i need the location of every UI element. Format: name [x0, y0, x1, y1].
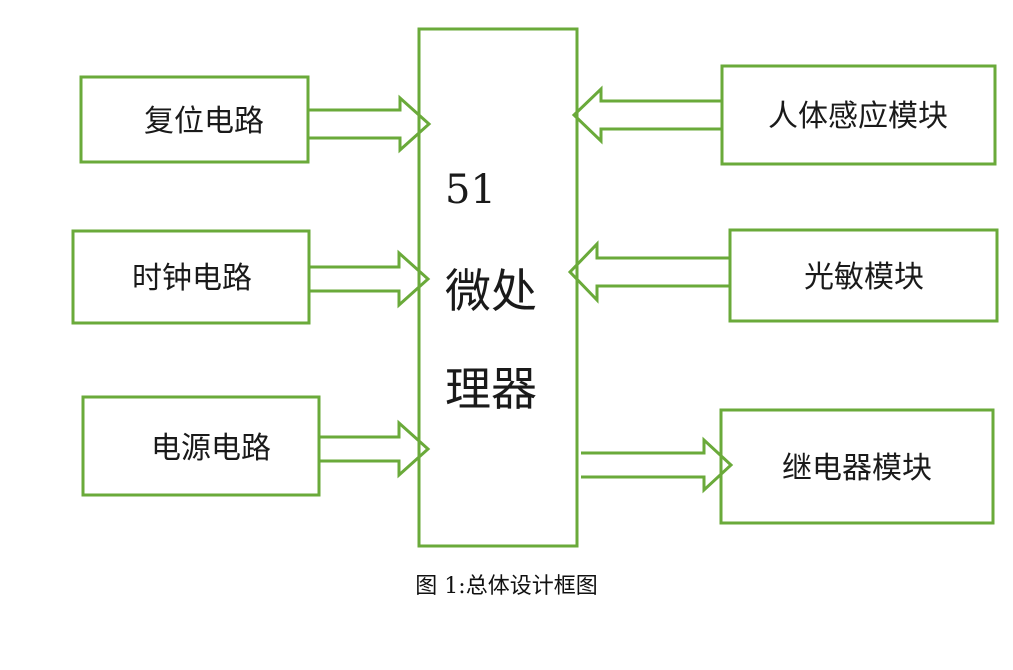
human-sensor-box [720, 64, 997, 166]
human-sensor-label: 人体感应模块 [768, 99, 948, 134]
power-circuit-label: 电源电路 [151, 431, 271, 466]
relay-module-label: 继电器模块 [782, 451, 932, 486]
processor-label-line1: 51 [445, 167, 496, 213]
clock-circuit-label: 时钟电路 [132, 261, 252, 296]
processor-to-relay-arrow [581, 436, 734, 494]
light-sensor-to-processor-arrow [567, 240, 730, 304]
power-circuit-box [81, 395, 321, 497]
reset-circuit-box [79, 75, 310, 164]
light-sensor-box [728, 228, 999, 323]
reset-circuit-label: 复位电路 [144, 104, 264, 139]
processor-label-line3: 理器 [445, 362, 537, 416]
human-sensor-to-processor-arrow [571, 85, 722, 145]
power-to-processor-arrow [320, 419, 431, 479]
light-sensor-label: 光敏模块 [804, 260, 924, 295]
processor-label-line2: 微处 [445, 264, 537, 318]
clock-circuit-box [71, 229, 311, 325]
relay-module-box [719, 408, 995, 525]
reset-to-processor-arrow [308, 94, 432, 154]
figure-caption: 图 1:总体设计框图 [415, 574, 598, 599]
clock-to-processor-arrow [309, 249, 431, 309]
